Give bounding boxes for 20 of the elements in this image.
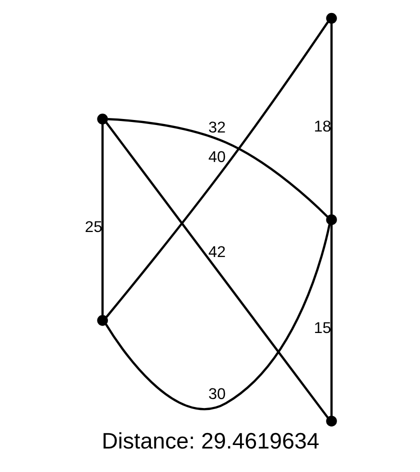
node-dot xyxy=(96,113,108,124)
edge-label: 15 xyxy=(313,319,331,336)
connector xyxy=(105,20,328,318)
edge-label: 42 xyxy=(208,243,226,260)
connector xyxy=(330,22,332,214)
node-dot xyxy=(96,314,108,326)
connector xyxy=(107,118,328,218)
caption: Distance: 29.4619634 xyxy=(101,428,319,453)
edge-label: 18 xyxy=(313,118,331,135)
edge-label: 25 xyxy=(84,218,102,236)
connector xyxy=(104,224,330,410)
node-dot xyxy=(326,214,336,225)
node-dot xyxy=(326,415,336,426)
edge-label: 40 xyxy=(208,148,226,166)
node-dot xyxy=(326,12,336,24)
edge-label: 32 xyxy=(208,119,226,136)
edge-label: 30 xyxy=(208,385,226,402)
connector xyxy=(330,224,332,416)
connector xyxy=(100,124,104,315)
connector xyxy=(104,121,328,418)
